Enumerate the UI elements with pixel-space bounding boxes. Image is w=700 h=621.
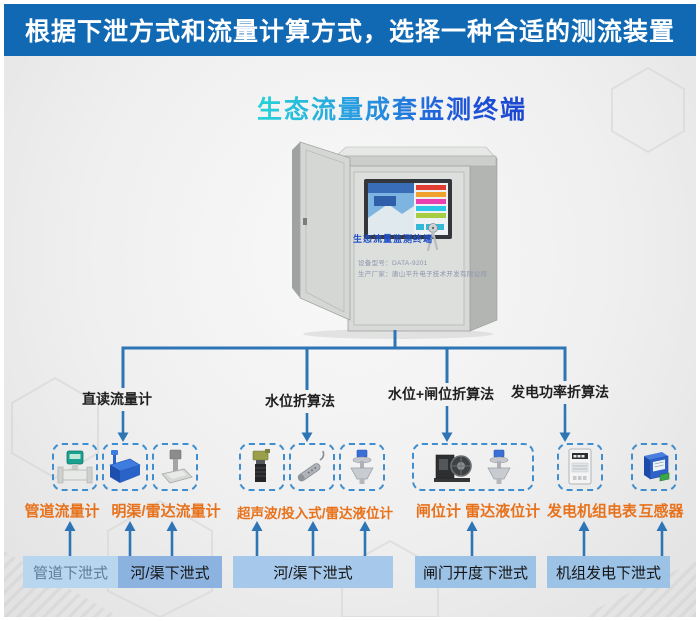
bottom-box-label: 管道下泄式 [32,564,108,582]
ultrasonic-level-sensor-icon [252,449,270,482]
banner: 根据下泄方式和流量计算方式，选择一种合适的测流装置 [4,4,696,56]
device-box [52,443,98,491]
branch-label-water-gate: 水位+闸位折算法 [387,386,495,402]
branch-label-power: 发电功率折算法 [511,384,609,400]
gate-position-sensor-icon [434,454,472,482]
device-label-gate-radar: 闸位计 雷达液位计 [415,503,541,520]
device-box [631,443,677,491]
device-label-energy-meter: 发电机组电表 [546,503,638,520]
page-title: 生态流量成套监测终端 [257,90,527,126]
bottom-box-label: 河/渠下泄式 [273,564,353,582]
cabinet-side [469,157,498,332]
hexagon-deco [611,66,685,154]
cabinet-lid-front [333,155,497,167]
cabinet-screen [364,179,452,239]
energy-meter-icon [568,448,592,485]
device-box [239,443,285,491]
cabinet-panel-label: 生态流量监测终端 [352,234,434,244]
device-box [339,443,385,491]
branch-label-water-level: 水位折算法 [265,393,335,409]
open-channel-flume-icon [109,450,141,483]
cabinet-model-text: 设备型号：DATA-9201 [358,260,428,267]
branch-label-direct-flowmeter: 直读流量计 [82,391,152,407]
device-box [557,443,603,491]
bottom-box-generation-discharge: 机组发电下泄式 [547,556,670,588]
bottom-box-label: 机组发电下泄式 [555,564,661,582]
bottom-box-gate-discharge: 闸门开度下泄式 [415,556,536,588]
cabinet-lid-top [335,146,495,157]
cabinet-door [299,141,351,321]
bottom-box-label: 闸门开度下泄式 [422,564,528,582]
current-transformer-icon [644,452,670,482]
banner-title: 根据下泄方式和流量计算方式，选择一种合适的测流装置 [24,18,675,46]
device-label-pipe-flowmeter: 管道流量计 [24,503,100,520]
device-label-channel-radar-flowmeter: 明渠/雷达流量计 [111,503,221,520]
radar-level-sensor-icon [487,449,511,484]
device-box [152,443,198,491]
radar-level-sensor-icon [350,449,374,484]
device-label-level-sensors: 超声波/投入式/雷达液位计 [236,506,394,521]
bottom-box-river-discharge-2: 河/渠下泄式 [233,556,393,588]
device-box [289,443,335,491]
bottom-box-label: 河/渠下泄式 [130,564,210,582]
device-box [412,443,534,491]
device-box [102,443,148,491]
cabinet-maker-text: 生产厂家：唐山平升电子技术开发有限公司 [358,271,488,278]
pipe-flowmeter-icon [57,450,93,484]
submersible-level-sensor-icon [297,450,325,482]
bottom-box-pipe-discharge: 管道下泄式 [23,556,118,588]
bottom-box-river-discharge-1: 河/渠下泄式 [118,556,222,588]
cabinet-door-edge [292,142,300,298]
device-label-transformer: 互感器 [638,503,684,520]
radar-flowmeter-icon [161,449,193,484]
door-handle [303,218,307,225]
cabinet-lock-keys [426,223,439,252]
cabinet-illustration [292,141,498,339]
